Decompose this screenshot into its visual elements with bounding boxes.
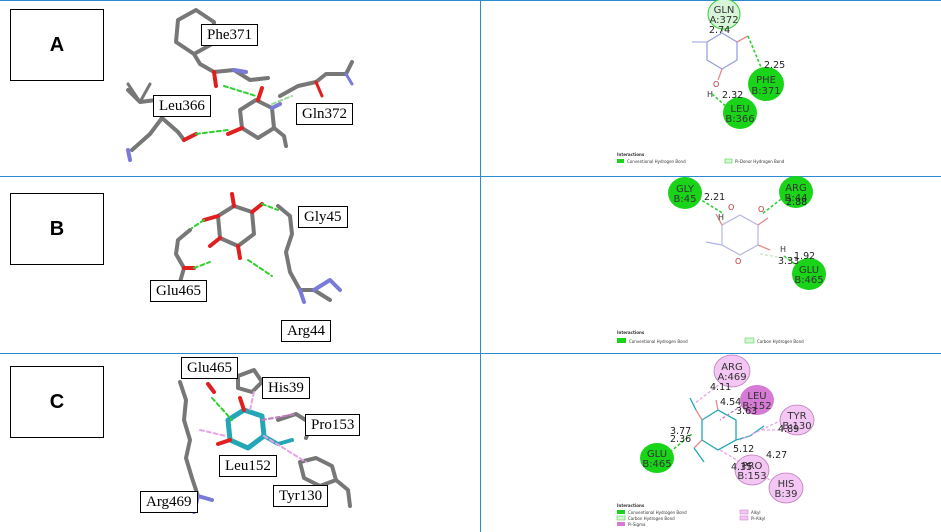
structure-b — [166, 192, 342, 304]
panel-label-c: C — [10, 366, 104, 438]
grid-line-top — [0, 0, 941, 1]
node-label-leu-b366-1: LEU — [730, 104, 749, 115]
node-label-gly-b45-2: B:45 — [674, 194, 697, 205]
distance-c-3: 3.63 — [736, 406, 757, 417]
node-tyr-b130 — [779, 404, 815, 436]
structures-3d — [126, 8, 354, 514]
node-leu-b366 — [723, 97, 757, 129]
node-label-pro-b153-1: PRO — [742, 461, 763, 472]
distance-c-5: 3.77 — [670, 426, 691, 437]
distance-a-3: 2.32 — [722, 90, 743, 101]
node-label-leu-b366-2: B:366 — [725, 114, 754, 125]
node-label-leu-b152-2: B:152 — [742, 401, 771, 412]
interaction-diagram-b: O O O H H GLY B:45 ARG B:44 GLU B:465 2.… — [617, 176, 826, 344]
svg-text:H: H — [780, 245, 786, 254]
legend-a-2: Pi-Donor Hydrogen Bond — [735, 159, 785, 164]
distance-c-8: 4.27 — [766, 450, 787, 461]
node-label-glu-b465-c-2: B:465 — [642, 459, 671, 470]
residue-label-gln372: Gln372 — [296, 103, 353, 125]
residue-label-leu366: Leu366 — [153, 95, 211, 117]
node-label-phe-b371-1: PHE — [756, 75, 776, 86]
node-label-arg-b44-1: ARG — [785, 183, 807, 194]
residue-label-glu465-c: Glu465 — [181, 357, 238, 379]
interaction-diagram-c: ARG A:469 LEU B:152 TYR B:130 GLU B:465 … — [616, 354, 815, 527]
svg-text:O: O — [735, 257, 741, 266]
panel-label-b: B — [10, 193, 104, 265]
residue-label-arg44: Arg44 — [281, 320, 332, 342]
distance-c-4: 4.89 — [778, 424, 799, 435]
legend-c-4: Alkyl — [751, 510, 761, 515]
svg-text:O: O — [758, 205, 764, 214]
residue-label-pro153: Pro153 — [305, 414, 361, 436]
panel-label-a: A — [10, 9, 104, 81]
legend-c-5: Pi-Alkyl — [751, 516, 765, 521]
node-label-gln-a372-1: GLN — [714, 5, 735, 16]
distance-a-1: 2.74 — [709, 25, 730, 36]
node-label-glu-b465-2: B:465 — [794, 275, 823, 286]
distance-b-1: 2.21 — [704, 192, 725, 203]
node-pro-b153 — [734, 454, 770, 486]
distance-a-2: 2.25 — [764, 60, 785, 71]
node-label-his-b39-2: B:39 — [775, 489, 798, 500]
node-label-arg-a469-1: ARG — [721, 362, 743, 373]
node-label-glu-b465-c-1: GLU — [647, 449, 667, 460]
legend-title-c: Interactions — [617, 503, 645, 508]
structure-c — [178, 368, 352, 514]
distance-b-3: 1.92 — [794, 251, 815, 262]
node-label-pro-b153-2: B:153 — [737, 471, 766, 482]
distance-b-2: 2.88 — [786, 197, 807, 208]
svg-text:H: H — [718, 213, 724, 222]
node-label-leu-b152-1: LEU — [747, 391, 766, 402]
svg-text:H: H — [707, 90, 713, 99]
residue-label-leu152: Leu152 — [219, 455, 277, 477]
distance-b-4: 3.33 — [778, 256, 799, 267]
node-label-his-b39-1: HIS — [778, 479, 795, 490]
node-label-arg-a469-2: A:469 — [717, 372, 746, 383]
node-label-arg-b44-2: B:44 — [785, 193, 808, 204]
legend-title-b: Interactions — [617, 330, 645, 335]
node-leu-b152 — [740, 385, 774, 415]
svg-text:O: O — [713, 80, 719, 89]
node-label-glu-b465-1: GLU — [799, 265, 819, 276]
legend-c-2: Carbon Hydrogen Bond — [628, 516, 675, 521]
distance-c-7: 5.12 — [733, 444, 754, 455]
node-arg-a469 — [713, 354, 751, 388]
legend-b-1: Conventional Hydrogen Bond — [629, 339, 688, 344]
grid-line-row2 — [0, 353, 941, 354]
svg-text:O: O — [728, 203, 734, 212]
residue-label-glu465: Glu465 — [150, 280, 207, 302]
legend-c-1: Conventional Hydrogen Bond — [628, 510, 687, 515]
legend-c-3: Pi-Sigma — [628, 522, 646, 527]
node-gln-a372 — [707, 0, 741, 30]
grid-line-row1 — [0, 176, 941, 177]
legend-title-a: Interactions — [617, 152, 645, 157]
node-arg-b44 — [779, 176, 813, 208]
node-gly-b45 — [668, 177, 702, 209]
interaction-diagram-a: O H GLN A:372 PHE B:371 LEU B:366 2.74 2… — [617, 0, 785, 164]
legend-b-2: Carbon Hydrogen Bond — [757, 339, 804, 344]
residue-label-gly45: Gly45 — [298, 206, 348, 228]
node-label-phe-b371-2: B:371 — [751, 86, 780, 97]
residue-label-tyr130: Tyr130 — [273, 485, 329, 507]
residue-label-his39: His39 — [262, 377, 310, 399]
grid-line-middle — [480, 0, 481, 532]
node-label-tyr-b130-1: TYR — [786, 411, 806, 422]
node-label-gly-b45-1: GLY — [676, 184, 695, 195]
distance-c-9: 4.35 — [731, 462, 752, 473]
residue-label-arg469: Arg469 — [140, 491, 198, 513]
residue-label-phe371: Phe371 — [201, 24, 258, 46]
node-his-b39 — [768, 472, 804, 504]
node-glu-b465 — [792, 258, 826, 290]
legend-a-1: Conventional Hydrogen Bond — [627, 159, 686, 164]
node-glu-b465-c — [640, 443, 674, 473]
node-label-gln-a372-2: A:372 — [709, 15, 738, 26]
distance-c-1: 4.11 — [710, 382, 731, 393]
node-label-tyr-b130-2: B:130 — [782, 421, 811, 432]
distance-c-2: 4.54 — [720, 397, 741, 408]
structure-a — [126, 8, 354, 162]
distance-c-6: 2.36 — [670, 434, 691, 445]
node-phe-b371 — [748, 67, 784, 101]
